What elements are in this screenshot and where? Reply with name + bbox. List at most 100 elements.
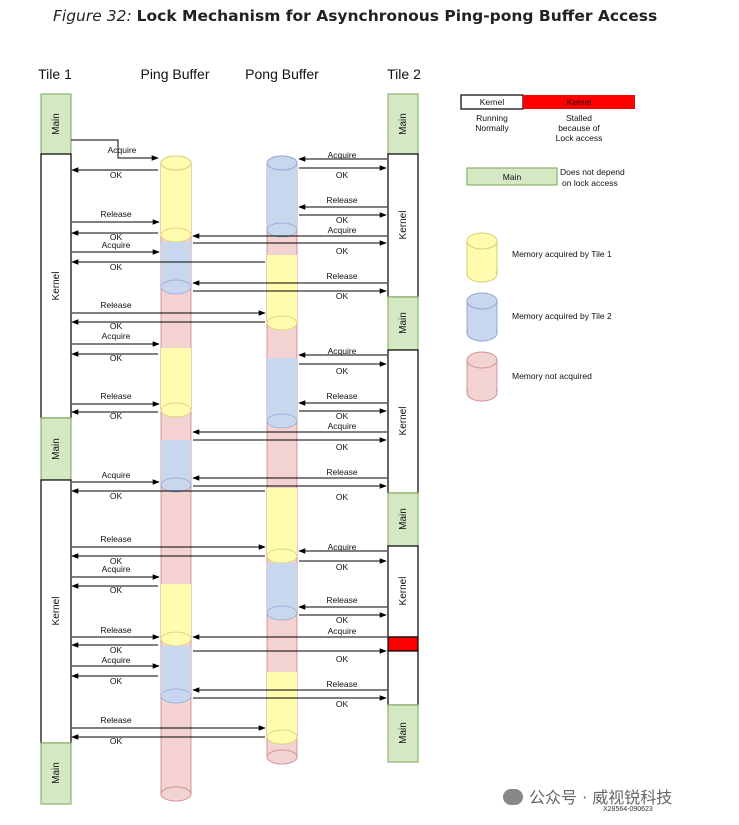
legend-main-desc: Does not depend xyxy=(560,167,625,177)
message-label-ok: OK xyxy=(336,699,349,709)
tile2-stalled-block xyxy=(387,636,419,652)
tile1-kernel-label: Kernel xyxy=(51,272,62,301)
ping-segment-tile1 xyxy=(161,584,191,639)
tile1-main-label: Main xyxy=(51,113,62,135)
column-header-tile2: Tile 2 xyxy=(387,66,421,82)
message-label-release: Release xyxy=(326,467,357,477)
legend-kernel-running-label: Kernel xyxy=(480,97,505,107)
pong-segment-tile1 xyxy=(267,488,297,556)
figure-title: Lock Mechanism for Asynchronous Ping-pon… xyxy=(136,7,658,25)
message-label-acquire: Acquire xyxy=(108,145,137,155)
message-label-ok: OK xyxy=(336,654,349,664)
column-header-pong: Pong Buffer xyxy=(245,66,319,82)
legend-stalled-text: Lock access xyxy=(556,133,603,143)
tile2-lane: Main Kernel Main Kernel Main Kernel Main xyxy=(387,93,419,763)
ping-segment-tile1 xyxy=(161,163,191,235)
ping-segment-tile2 xyxy=(161,440,191,485)
message-label-ok: OK xyxy=(336,215,349,225)
message-label-acquire: Acquire xyxy=(328,421,357,431)
message-label-acquire: Acquire xyxy=(328,225,357,235)
tile1-lane: Main Kernel Main Kernel Main xyxy=(40,93,72,805)
message-label-acquire: Acquire xyxy=(328,626,357,636)
tile2-kernel-label: Kernel xyxy=(398,407,409,436)
message-label-acquire: Acquire xyxy=(102,240,131,250)
message-label-ok: OK xyxy=(336,170,349,180)
ping-segment-edge xyxy=(160,227,192,243)
tile2-main-label: Main xyxy=(398,312,409,334)
tile1-kernel-block xyxy=(40,153,72,419)
message-label-ok: OK xyxy=(336,246,349,256)
message-label-release: Release xyxy=(100,209,131,219)
legend-main-swatch xyxy=(466,167,558,186)
legend-tile2-memory-label: Memory acquired by Tile 2 xyxy=(512,311,612,321)
tile1-main-block xyxy=(40,417,72,481)
ping-buffer-bottom xyxy=(160,786,192,802)
message-label-release: Release xyxy=(326,195,357,205)
legend-not-acquired-label: Memory not acquired xyxy=(512,371,592,381)
tile1-main-label: Main xyxy=(51,438,62,460)
message-label-ok: OK xyxy=(336,492,349,502)
message-label-release: Release xyxy=(100,715,131,725)
message-label-ok: OK xyxy=(336,562,349,572)
tile1-ping-messages: OK Release OK Acquire OK Release OK Acqu… xyxy=(71,167,266,746)
message-label-release: Release xyxy=(100,534,131,544)
pong-segment-edge xyxy=(266,729,298,745)
ping-segment-edge xyxy=(160,279,192,295)
ping-segment-tile2 xyxy=(161,242,191,287)
message-label-ok: OK xyxy=(110,262,123,272)
tile1-acquire-elbow xyxy=(71,139,159,161)
tile2-main-label: Main xyxy=(398,113,409,135)
pong-segment-tile2 xyxy=(267,563,297,613)
column-header-tile1: Tile 1 xyxy=(38,66,72,82)
message-label-acquire: Acquire xyxy=(328,150,357,160)
tile2-kernel-block xyxy=(387,650,419,706)
tile2-kernel-label: Kernel xyxy=(398,211,409,240)
message-label-release: Release xyxy=(100,625,131,635)
legend-running-text: Normally xyxy=(475,123,509,133)
legend-tile1-memory-icon xyxy=(466,232,498,283)
watermark: 公众号 · 威视锐科技 xyxy=(503,784,672,808)
ping-segment-edge xyxy=(160,688,192,704)
message-label-acquire: Acquire xyxy=(102,331,131,341)
message-label-acquire: Acquire xyxy=(328,542,357,552)
ping-segment-tile2 xyxy=(161,646,191,696)
ping-buffer-top xyxy=(160,155,192,171)
legend-running-text: Running xyxy=(476,113,508,123)
pong-segment-tile2 xyxy=(267,163,297,230)
pong-buffer-bottom xyxy=(266,749,298,765)
legend-tile1-memory-label: Memory acquired by Tile 1 xyxy=(512,249,612,259)
message-label-acquire: Acquire xyxy=(328,346,357,356)
message-label-acquire: Acquire xyxy=(102,470,131,480)
pong-segment-edge xyxy=(266,315,298,331)
message-label-ok: OK xyxy=(336,615,349,625)
tile1-main-block xyxy=(40,93,72,155)
legend-main-desc: on lock access xyxy=(562,178,618,188)
pong-segment-edge xyxy=(266,413,298,429)
pong-segment-tile1 xyxy=(267,672,297,737)
pong-segment-tile1 xyxy=(267,255,297,323)
message-label-ok: OK xyxy=(336,442,349,452)
message-label-acquire: Acquire xyxy=(102,564,131,574)
ping-segment-edge xyxy=(160,631,192,647)
message-label-release: Release xyxy=(100,391,131,401)
message-label-ok: OK xyxy=(110,556,123,566)
message-label-ok: OK xyxy=(110,736,123,746)
legend-kernel-stalled-swatch xyxy=(523,95,635,109)
message-label-ok: OK xyxy=(110,585,123,595)
figure-caption: Figure 32: Lock Mechanism for Asynchrono… xyxy=(53,7,657,25)
legend-stalled-text: Stalled xyxy=(566,113,592,123)
legend-main-label: Main xyxy=(503,172,522,182)
message-label-release: Release xyxy=(326,679,357,689)
tile2-main-block xyxy=(387,704,419,763)
pong-buffer-body xyxy=(266,162,298,758)
message-label-ok: OK xyxy=(110,170,123,180)
tile1-kernel-label: Kernel xyxy=(51,597,62,626)
legend-not-acquired-icon xyxy=(466,351,498,402)
message-label-ok: OK xyxy=(110,676,123,686)
pong-segment-edge xyxy=(266,548,298,564)
tile2-kernel-block xyxy=(387,349,419,494)
ping-buffer xyxy=(160,155,192,802)
ping-segment-edge xyxy=(160,477,192,493)
legend-stalled-text: because of xyxy=(558,123,600,133)
ping-segment-tile1 xyxy=(161,348,191,410)
